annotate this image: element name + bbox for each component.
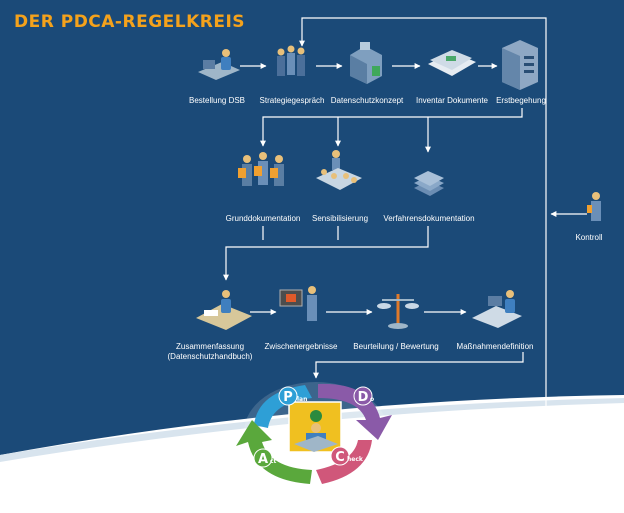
step-kontroll: Kontroll [575,233,602,242]
step-zusammenfassung-sub: (Datenschutzhandbuch) [168,352,253,361]
kontroll-icon [587,192,601,221]
step-grunddokumentation: Grunddokumentation [226,214,301,223]
step-strategiegespraech: Strategiegespräch [260,96,325,105]
step-datenschutzkonzept: Datenschutzkonzept [331,96,404,105]
do-rest: o [370,396,374,403]
strategiegespraech-icon [277,45,305,76]
background-swoosh [0,395,624,513]
beurteilung-bewertung-icon [377,294,419,329]
verfahrensdokumentation-icon [414,171,444,196]
step-beurteilung-bewertung: Beurteilung / Bewertung [353,342,438,351]
act-rest: ct [270,458,277,465]
datenschutzkonzept-icon [350,42,382,84]
massnahmendefinition-icon [472,290,522,328]
do-segment [318,383,392,440]
grunddokumentation-icon [238,152,284,186]
pdca-cycle: P lan D o C heck A ct [236,382,392,484]
connectors [223,17,587,437]
act-segment [236,420,312,484]
zusammenfassung-icon [196,290,252,330]
plan-rest: lan [297,396,307,403]
plan-segment [254,385,312,428]
do-initial: D [358,390,369,405]
check-rest: heck [347,456,364,463]
erstbegehung-icon [502,40,538,90]
step-sensibilisierung: Sensibilisierung [312,214,368,223]
background-swoosh-shadow [0,398,624,462]
inventar-dokumente-icon [428,50,476,76]
act-initial: A [258,452,268,467]
step-massnahmendefinition: Maßnahmendefinition [457,342,534,351]
sensibilisierung-icon [316,150,362,190]
step-bestellung-dsb: Bestellung DSB [189,96,245,105]
step-erstbegehung: Erstbegehung [496,96,546,105]
zwischenergebnisse-icon [279,286,317,321]
check-initial: C [335,450,345,465]
plan-initial: P [283,390,293,405]
step-zwischenergebnisse: Zwischenergebnisse [265,342,338,351]
page-title: DER PDCA-REGELKREIS [14,12,245,32]
bestellung-dsb-icon [198,49,240,80]
step-inventar-dokumente: Inventar Dokumente [416,96,489,105]
step-verfahrensdokumentation: Verfahrensdokumentation [383,214,474,223]
step-zusammenfassung: Zusammenfassung [176,342,244,351]
